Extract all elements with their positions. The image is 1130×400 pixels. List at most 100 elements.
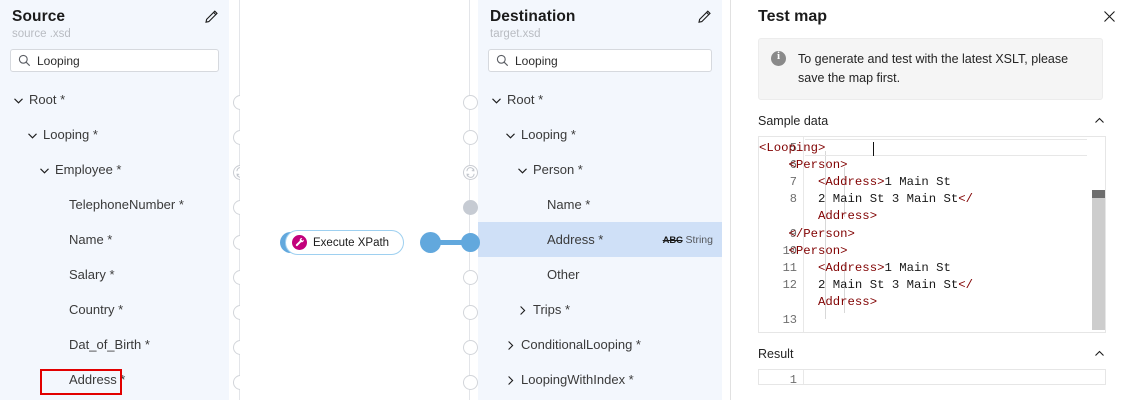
execute-xpath-node[interactable]: Execute XPath <box>285 230 405 255</box>
node-output-port[interactable] <box>420 232 441 253</box>
chevron-right-icon[interactable] <box>504 339 517 352</box>
loop-connector-icon[interactable] <box>463 165 478 180</box>
source-panel-title: Source <box>12 8 66 25</box>
sample-data-label: Sample data <box>758 113 829 128</box>
destination-search-input[interactable] <box>515 53 711 68</box>
tree-row-label: Address * <box>547 232 604 247</box>
tree-row[interactable]: Trips * <box>478 292 722 327</box>
tree-row[interactable]: Country * <box>0 292 229 327</box>
editor-line-number: 11 <box>782 260 797 275</box>
result-section-header[interactable]: Result <box>758 347 1106 361</box>
tree-row-type: ABC String <box>662 233 713 246</box>
editor-line-number: 6 <box>789 157 797 172</box>
tree-row-label: Looping * <box>521 127 576 142</box>
tree-row[interactable]: Person * <box>478 152 722 187</box>
info-icon <box>771 50 786 66</box>
chevron-up-icon[interactable] <box>1093 114 1106 127</box>
editor-code-line[interactable]: Address> <box>759 209 878 224</box>
mapping-canvas[interactable]: Execute XPath <box>240 0 478 400</box>
test-map-panel: Test map To generate and test with the l… <box>731 0 1130 400</box>
editor-code-line[interactable]: 2 Main St 3 Main St</ <box>759 192 974 207</box>
tree-row[interactable]: ConditionalLooping * <box>478 327 722 362</box>
chevron-down-icon[interactable] <box>38 164 51 177</box>
pencil-icon[interactable] <box>203 8 221 26</box>
editor-code-line[interactable]: Address> <box>759 295 878 310</box>
close-icon[interactable] <box>1101 8 1118 25</box>
editor-code-line[interactable]: <Person> <box>759 243 848 258</box>
connector-dot[interactable] <box>463 95 478 110</box>
chevron-down-icon[interactable] <box>516 164 529 177</box>
tree-row[interactable]: Name * <box>478 187 722 222</box>
tree-row[interactable]: Address * ABC String <box>478 222 722 257</box>
editor-code-line[interactable]: <Address>1 Main St <box>759 260 951 275</box>
search-icon <box>18 54 31 67</box>
editor-line-number: 7 <box>789 174 797 189</box>
connector-dot[interactable] <box>463 305 478 320</box>
output-wire <box>438 240 470 245</box>
indent-guide <box>844 166 845 217</box>
editor-code-line[interactable]: <Person> <box>759 157 848 172</box>
editor-code-line[interactable]: </Person> <box>759 226 855 241</box>
connector-dot[interactable] <box>463 130 478 145</box>
tree-row-label: Dat_of_Birth * <box>69 337 150 352</box>
sample-data-editor[interactable]: 5<Looping> 6 <Person> 7 <Address>1 Main St… <box>758 135 1106 333</box>
tree-row-label: Country * <box>69 302 124 317</box>
chevron-down-icon[interactable] <box>12 94 25 107</box>
panel-divider <box>730 0 731 400</box>
tree-row-label: Employee * <box>55 162 122 177</box>
editor-line-number: 13 <box>782 312 797 327</box>
test-map-title: Test map <box>758 8 828 25</box>
source-panel-header: Source source .xsd <box>0 0 229 40</box>
tree-row[interactable]: Employee * <box>0 152 229 187</box>
info-banner-text: To generate and test with the latest XSL… <box>798 52 1069 85</box>
result-gutter <box>759 369 805 384</box>
source-search-box[interactable] <box>10 49 219 72</box>
editor-line-number: 9 <box>789 226 797 241</box>
connector-dot[interactable] <box>463 340 478 355</box>
editor-code-line[interactable]: <Address>1 Main St <box>759 174 951 189</box>
chevron-down-icon[interactable] <box>504 129 517 142</box>
editor-gutter <box>759 136 805 332</box>
chevron-down-icon[interactable] <box>490 94 503 107</box>
result-gutter-divider <box>803 369 804 384</box>
xpath-tool-icon <box>292 235 307 250</box>
tree-row[interactable]: Root * <box>478 82 722 117</box>
result-scrollbar[interactable] <box>1092 369 1105 384</box>
editor-line-number: 5 <box>789 140 797 155</box>
pencil-icon[interactable] <box>696 8 714 26</box>
tree-row-label: Root * <box>29 92 66 107</box>
editor-scrollbar[interactable] <box>1092 136 1105 332</box>
tree-row[interactable]: Other <box>478 257 722 292</box>
chevron-up-icon[interactable] <box>1093 347 1106 360</box>
tree-row[interactable]: Looping * <box>478 117 722 152</box>
result-line-number: 1 <box>789 372 797 385</box>
chevron-right-icon[interactable] <box>516 304 529 317</box>
indent-guide <box>825 150 826 319</box>
sample-data-section-header[interactable]: Sample data <box>758 114 1106 128</box>
search-icon <box>496 54 509 67</box>
result-editor[interactable]: 1 <box>758 368 1106 385</box>
editor-code-line[interactable]: 2 Main St 3 Main St</ <box>759 278 974 293</box>
tree-row[interactable]: TelephoneNumber * <box>0 187 229 222</box>
result-label: Result <box>758 346 794 361</box>
tree-row[interactable]: Address * <box>0 362 229 397</box>
tree-row[interactable]: Name * <box>0 222 229 257</box>
tree-row[interactable]: Salary * <box>0 257 229 292</box>
tree-row-label: Looping * <box>43 127 98 142</box>
destination-search-box[interactable] <box>488 49 712 72</box>
editor-scroll-thumb[interactable] <box>1092 189 1105 330</box>
tree-row[interactable]: Dat_of_Birth * <box>0 327 229 362</box>
tree-row[interactable]: Root * <box>0 82 229 117</box>
tree-row-label: TelephoneNumber * <box>69 197 184 212</box>
source-search-input[interactable] <box>37 53 218 68</box>
connector-dot[interactable] <box>463 375 478 390</box>
connector-dot[interactable] <box>463 200 478 215</box>
destination-panel: Destination target.xsd Root *Looping *Pe… <box>478 0 722 400</box>
chevron-right-icon[interactable] <box>504 374 517 387</box>
tree-row[interactable]: Looping * <box>0 117 229 152</box>
connector-dot[interactable] <box>463 270 478 285</box>
chevron-down-icon[interactable] <box>26 129 39 142</box>
tree-row[interactable]: LoopingWithIndex * <box>478 362 722 397</box>
editor-code-line[interactable]: <Looping> <box>759 140 826 155</box>
